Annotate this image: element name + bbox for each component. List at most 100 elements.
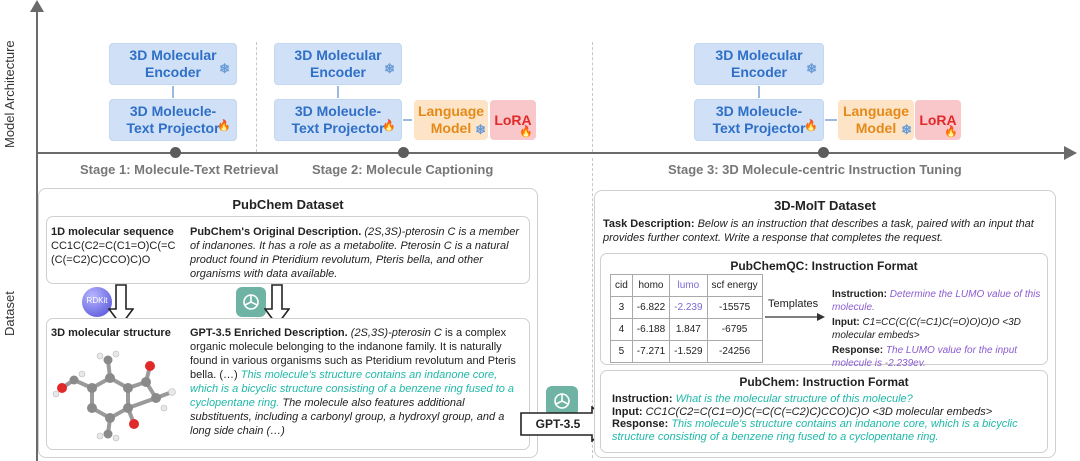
moliit-dataset-title: 3D-MoIT Dataset	[774, 198, 876, 213]
fire-icon: 🔥	[217, 120, 231, 132]
stage2-marker	[398, 147, 409, 158]
stage2-lora-label: LoRA	[494, 112, 532, 128]
separator-stage2-3	[592, 42, 593, 152]
y-axis-line	[36, 8, 38, 461]
table-header-cell: lumo	[669, 274, 708, 297]
original-molecule-name: (2S,3S)-pterosin C	[364, 226, 456, 238]
stage2-lora-block: LoRA 🔥	[490, 100, 536, 140]
stage3-projector-block: 3D Moleucle-Text Projector 🔥	[694, 99, 824, 141]
table-header-cell: homo	[631, 274, 671, 297]
stage3-encoder-block: 3D Molecular Encoder ❄	[694, 43, 824, 85]
snowflake-icon: ❄	[901, 122, 912, 137]
table-cell: 5	[610, 340, 633, 363]
table-cell: -6795	[706, 318, 763, 341]
stage3-lm-label: Language Model	[842, 103, 910, 136]
task-description-heading: Task Description:	[603, 218, 695, 230]
stage2-encoder-block: 3D Molecular Encoder ❄	[274, 43, 402, 85]
table-header-row: cid homo lumo scf energy	[610, 274, 763, 297]
fire-icon: 🔥	[382, 120, 396, 132]
model-architecture-axis-label: Model Architecture	[2, 40, 17, 148]
stage3-encoder-label: 3D Molecular Encoder	[715, 47, 803, 80]
stage2-label: Stage 2: Molecule Captioning	[312, 162, 494, 177]
qc-instruction-text: Determine the LUMO value of this molecul…	[832, 289, 1041, 313]
stage1-encoder-block: 3D Molecular Encoder ❄	[109, 43, 237, 85]
pubchemqc-example: Instruction: Determine the LUMO value of…	[832, 289, 1044, 370]
qc-instruction-heading: Instruction:	[832, 289, 887, 300]
enriched-text-teal: This molecule's structure contains an in…	[190, 369, 515, 409]
stage3-marker	[818, 147, 829, 158]
pubchem-format-example: Instruction: What is the molecular struc…	[612, 393, 1044, 443]
pc-instruction-text: What is the molecular structure of this …	[675, 393, 913, 405]
dataset-axis-label: Dataset	[2, 291, 17, 336]
original-description-text: is a member of indanones. It has a role …	[190, 226, 520, 280]
fire-icon: 🔥	[804, 120, 818, 132]
right-arrow	[825, 119, 837, 121]
table-cell: -24256	[706, 340, 763, 363]
table-cell: -2.239	[669, 296, 708, 319]
table-cell: 4	[610, 318, 633, 341]
original-description: PubChem's Original Description. (2S,3S)-…	[190, 225, 525, 281]
pc-input-heading: Input:	[612, 405, 643, 418]
fire-icon: 🔥	[519, 126, 533, 138]
pubchem-format-box	[600, 370, 1048, 453]
table-header-cell: scf energy	[706, 274, 763, 297]
qc-response-text: The LUMO value for the input molecule is…	[832, 345, 1018, 369]
stage1-projector-label: 3D Moleucle-Text Projector	[126, 103, 220, 136]
pubchem-dataset-title: PubChem Dataset	[232, 197, 344, 212]
snowflake-icon: ❄	[219, 61, 230, 76]
qc-input-text: C1=CC(C(C(=C1)C(=O)O)O)O <3D molecular e…	[832, 317, 1021, 341]
pubchem-format-title: PubChem: Instruction Format	[739, 375, 909, 389]
stage1-marker	[170, 147, 181, 158]
templates-arrow	[765, 313, 825, 321]
task-description-text: Below is an instruction that describes a…	[603, 218, 1034, 244]
sequence-value: CC1C(C2=C(C1=O)C(=C(C(=C2)C)CCO)C)O	[51, 240, 176, 266]
down-arrow	[758, 86, 760, 98]
table-cell: 3	[610, 296, 633, 319]
fire-icon: 🔥	[944, 126, 958, 138]
stage3-lora-label: LoRA	[919, 112, 957, 128]
qc-response-heading: Response:	[832, 345, 884, 356]
stage1-projector-block: 3D Moleucle-Text Projector 🔥	[109, 99, 237, 141]
stage1-encoder-label: 3D Molecular Encoder	[129, 47, 217, 80]
enriched-text-1: is a complex organic molecule belonging …	[190, 327, 516, 381]
table-cell: -1.529	[669, 340, 708, 363]
enriched-text-2: The molecule also features additional su…	[190, 397, 505, 437]
structure-heading: 3D molecular structure	[51, 327, 171, 339]
pc-response-heading: Response:	[612, 418, 669, 430]
stage1-label: Stage 1: Molecule-Text Retrieval	[80, 162, 279, 177]
stage2-encoder-label: 3D Molecular Encoder	[294, 47, 382, 80]
table-cell: -6.822	[631, 296, 671, 319]
snowflake-icon: ❄	[384, 61, 395, 76]
pubchemqc-format-title: PubChemQC: Instruction Format	[730, 259, 918, 273]
y-axis-arrowhead	[30, 0, 44, 12]
table-row: 3 -6.822 -2.239 -15575	[610, 296, 763, 319]
stage2-language-model-block: Language Model ❄	[414, 100, 488, 140]
stage3-language-model-block: Language Model ❄	[838, 100, 914, 140]
qc-input-heading: Input:	[832, 317, 860, 328]
stage3-label: Stage 3: 3D Molecule-centric Instruction…	[668, 162, 962, 177]
templates-label: Templates	[768, 298, 819, 310]
sequence-heading: 1D molecular sequence	[51, 226, 174, 238]
snowflake-icon: ❄	[475, 122, 486, 137]
right-arrow	[403, 119, 412, 121]
table-cell: 1.847	[669, 318, 708, 341]
rdkit-logo	[82, 287, 112, 317]
table-row: 4 -6.188 1.847 -6795	[610, 318, 763, 341]
snowflake-icon: ❄	[806, 61, 817, 76]
structure-heading-wrap: 3D molecular structure	[51, 326, 171, 340]
table-cell: -7.271	[631, 340, 671, 363]
rdkit-down-arrow	[108, 284, 134, 326]
stage2-projector-block: 3D Moleucle-Text Projector 🔥	[274, 99, 402, 141]
sequence-column: 1D molecular sequence CC1C(C2=C(C1=O)C(=…	[51, 225, 185, 267]
3d-molecule-structure-image	[52, 350, 176, 442]
task-description: Task Description: Below is an instructio…	[603, 217, 1049, 245]
stage3-projector-label: 3D Moleucle-Text Projector	[712, 103, 806, 136]
openai-logo-icon	[236, 287, 266, 317]
sequence-description-box	[46, 216, 530, 284]
pc-instruction-heading: Instruction:	[612, 393, 673, 405]
enriched-description: GPT-3.5 Enriched Description. (2S,3S)-pt…	[190, 326, 526, 438]
stage-axis-arrowhead	[1064, 146, 1077, 160]
separator-dataset	[592, 158, 593, 458]
stage2-lm-label: Language Model	[417, 103, 485, 136]
table-cell: -15575	[706, 296, 763, 319]
